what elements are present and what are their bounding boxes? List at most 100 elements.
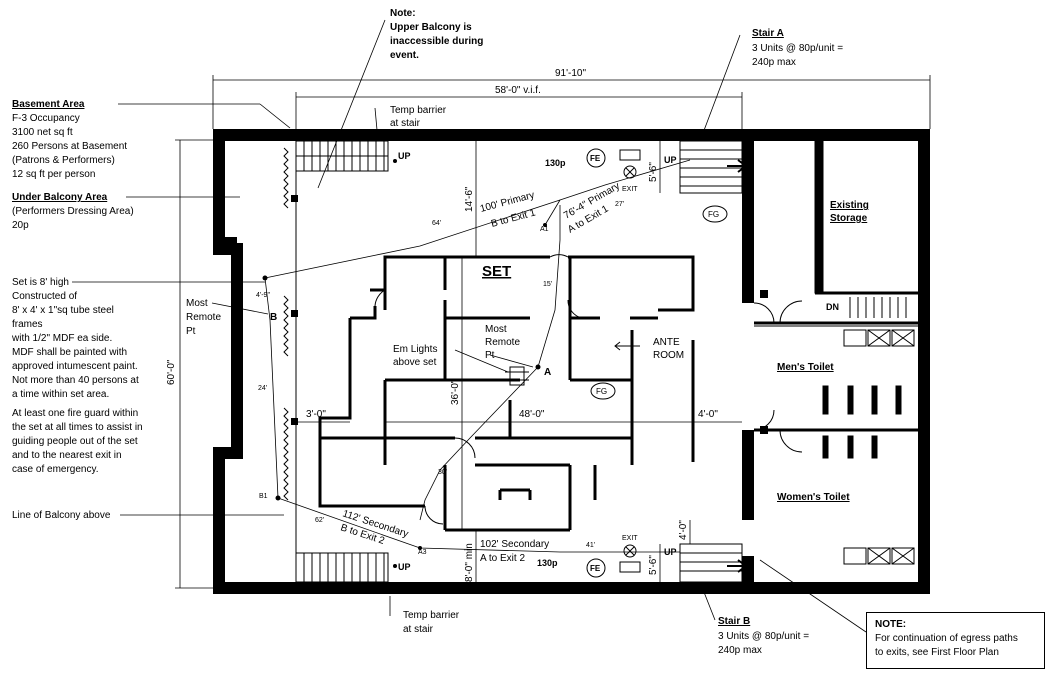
fe-symbol-bottom (586, 558, 606, 578)
fire-guard-3: guiding people out of the set (12, 436, 138, 447)
fire-guard-2: the set at all times to assist in (12, 422, 143, 433)
most-remote-left-3: Pt (186, 326, 196, 337)
basement-line-1: F-3 Occupancy (12, 113, 80, 124)
balcony-note-1: Note: (390, 8, 416, 19)
leader-lines (72, 19, 867, 633)
secondary-a-1: 102' Secondary (480, 539, 549, 550)
exit-sign-bottom (619, 544, 641, 573)
temp-barrier-bottom-2: at stair (403, 624, 434, 635)
pt-b: B (270, 312, 277, 323)
seg-15: 15' (543, 281, 552, 288)
set-note-1: Set is 8' high (12, 277, 69, 288)
exit-bottom-label: EXIT (622, 535, 638, 542)
dim-5-6-top: 5'-6" (648, 162, 659, 182)
stair-b-line-2: 240p max (718, 645, 762, 656)
seg-24: 24' (258, 385, 267, 392)
set-note-5: with 1/2" MDF ea side. (11, 333, 112, 344)
em-lights-2: above set (393, 357, 437, 368)
up-stair-a: UP (664, 155, 677, 165)
balcony-note-2: Upper Balcony is (390, 22, 472, 33)
balcony-line-label: Line of Balcony above (12, 510, 111, 521)
dim-4-0-bottom: 4'-0" (678, 520, 689, 540)
up-top-left: UP (398, 151, 411, 161)
columns (291, 195, 768, 434)
temp-barrier-top-1: Temp barrier (390, 105, 447, 116)
most-remote-left-2: Remote (186, 312, 221, 323)
continuation-note-box: NOTE: For continuation of egress paths t… (866, 612, 1045, 669)
stair-a-title: Stair A (752, 28, 784, 39)
fg-mid-label: FG (596, 387, 607, 396)
continuation-note-line-1: For continuation of egress paths (875, 633, 1018, 644)
pt-b1: B1 (259, 493, 268, 500)
occ-top: 130p (545, 158, 566, 168)
arrows (614, 159, 748, 573)
fire-guard-1: At least one fire guard within (12, 408, 138, 419)
balcony-line (283, 141, 297, 582)
secondary-a-2: A to Exit 2 (480, 553, 525, 564)
set-label: SET (482, 263, 511, 280)
basement-title: Basement Area (12, 99, 85, 110)
seg-41: 41' (586, 542, 595, 549)
em-lights-1: Em Lights (393, 344, 437, 355)
basement-line-3: 260 Persons at Basement (12, 141, 127, 152)
seg-4-9: 4'-9" (256, 292, 270, 299)
egress-paths (264, 159, 691, 553)
basement-line-4: (Patrons & Performers) (12, 155, 115, 166)
balcony-note-3: inaccessible during (390, 36, 483, 47)
right-rooms (754, 140, 918, 565)
fire-guard-5: case of emergency. (12, 464, 99, 475)
up-stair-b: UP (664, 547, 677, 557)
set-walls (318, 255, 695, 532)
pt-a1: A1 (540, 226, 549, 233)
set-note-4: frames (12, 319, 43, 330)
dim-14-6: 14'-6" (464, 186, 475, 212)
continuation-note-title: NOTE: (875, 619, 907, 630)
basement-line-2: 3100 net sq ft (12, 127, 73, 138)
fg-symbol-mid (590, 382, 616, 400)
set-note-6: MDF shall be painted with (12, 347, 127, 358)
dn-label: DN (826, 302, 839, 312)
seg-62: 62' (315, 517, 324, 524)
fire-guard-4: and to the nearest exit in (12, 450, 122, 461)
dim-vif: 58'-0" v.i.f. (495, 85, 541, 96)
dim-4-0-right: 4'-0" (698, 409, 718, 420)
stair-a-line-2: 240p max (752, 57, 796, 68)
exit-sign-top (619, 149, 641, 179)
most-remote-inner-3: Pt (485, 350, 495, 361)
basement-line-5: 12 sq ft per person (12, 169, 95, 180)
dim-5-6-bottom: 5'-6" (648, 555, 659, 575)
seg-30: 30' (438, 469, 447, 476)
fg-symbol-top (702, 205, 728, 223)
set-note-8: Not more than 40 persons at (12, 375, 139, 386)
under-balcony-title: Under Balcony Area (12, 192, 108, 203)
under-balcony-line-1: (Performers Dressing Area) (12, 206, 134, 217)
fe-bottom-label: FE (590, 564, 601, 573)
temp-barrier-bottom-1: Temp barrier (403, 610, 460, 621)
pt-a: A (544, 367, 551, 378)
dim-48-0: 48'-0" (519, 409, 545, 420)
storage-2: Storage (830, 213, 868, 224)
ante-room-2: ROOM (653, 350, 684, 361)
set-note-2: Constructed of (12, 291, 77, 302)
seg-27: 27' (615, 201, 624, 208)
exit-top-label: EXIT (622, 186, 638, 193)
set-note-3: 8' x 4' x 1"sq tube steel (12, 305, 114, 316)
point-markers (262, 159, 547, 568)
dim-3-0: 3'-0" (306, 409, 326, 420)
pt-a3: A3 (418, 549, 427, 556)
set-note-9: a time within set area. (12, 389, 109, 400)
mens-toilet: Men's Toilet (777, 362, 834, 373)
under-balcony-line-2: 20p (12, 220, 29, 231)
dimension-lines (175, 75, 931, 589)
up-bottom-left: UP (398, 562, 411, 572)
fe-top-label: FE (590, 154, 601, 163)
storage-1: Existing (830, 200, 869, 211)
dim-60-0: 60'-0" (166, 359, 177, 385)
temp-barrier-top-2: at stair (390, 118, 421, 129)
womens-toilet: Women's Toilet (777, 492, 850, 503)
door-swings (374, 254, 803, 525)
seg-64: 64' (432, 220, 441, 227)
most-remote-inner-1: Most (485, 324, 507, 335)
occ-bottom: 130p (537, 558, 558, 568)
